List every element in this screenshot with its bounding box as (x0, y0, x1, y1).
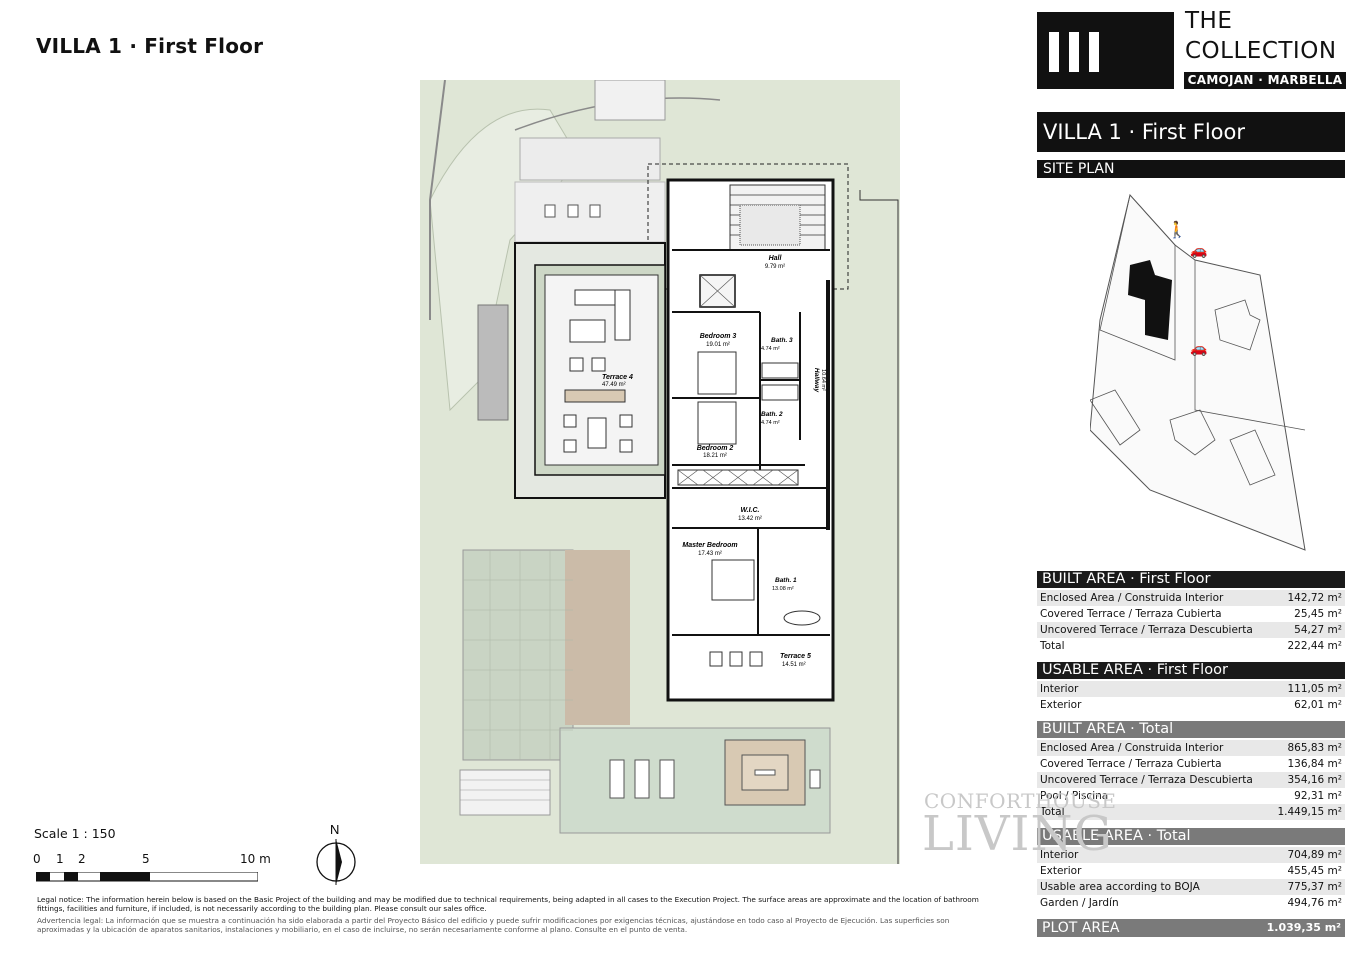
bath3-label: Bath. 3 (771, 337, 793, 344)
villa-footprint (1128, 260, 1172, 340)
floor-plan: Terrace 4 47.49 m² Hall 9.79 m² Bedroom … (420, 80, 900, 864)
logo-mark (1037, 12, 1174, 89)
watermark-bottom: LIVING (922, 806, 1113, 862)
terrace5-label: Terrace 5 (780, 653, 811, 660)
terrace4-area: 47.49 m² (602, 382, 626, 388)
master-label: Master Bedroom (682, 542, 737, 549)
scale-tick: 1 (56, 852, 64, 866)
wic-area: 13.42 m² (738, 516, 762, 522)
watermark-top: CONFORTHOUSE (924, 789, 1117, 813)
bath2-label: Bath. 2 (761, 411, 783, 418)
page-title: VILLA 1 · First Floor (36, 34, 264, 58)
sand-area (565, 550, 630, 725)
bath1-label: Bath. 1 (775, 577, 797, 584)
villa-banner: VILLA 1 · First Floor (1037, 112, 1345, 152)
person-icon: 🚶 (1167, 220, 1187, 239)
north-label: N (330, 822, 339, 837)
scale-bar (36, 872, 258, 882)
bedroom2-area: 18.21 m² (703, 453, 727, 459)
wic-label: W.I.C. (741, 507, 760, 514)
hallway-label: Hallway (813, 368, 820, 393)
bath3-area: 4.74 m² (761, 346, 780, 352)
master-area: 17.43 m² (698, 551, 722, 557)
bath2-area: 4.74 m² (761, 420, 780, 426)
hallway-area: 10.64 m² (820, 369, 826, 391)
legal-notice-en: Legal notice: The information herein bel… (37, 895, 979, 913)
plot-area-bar: PLOT AREA 1.039,35 m² (1037, 919, 1345, 937)
bedroom3-label: Bedroom 3 (700, 333, 737, 340)
built-first-header: BUILT AREA · First Floor (1037, 571, 1345, 588)
pool-area (462, 549, 574, 761)
scale-tick: 2 (78, 852, 86, 866)
terrace5-area: 14.51 m² (782, 662, 806, 668)
logo-subtitle: CAMOJAN · MARBELLA (1184, 72, 1346, 89)
logo-bar (1089, 32, 1099, 72)
scale-tick: 0 (33, 852, 41, 866)
hall-area: 9.79 m² (765, 264, 785, 270)
car-icon: 🚗 (1190, 341, 1207, 357)
built-total-header: BUILT AREA · Total (1037, 721, 1345, 738)
site-plan-label: SITE PLAN (1037, 160, 1345, 178)
legal-notice-es: Advertencia legal: La información que se… (37, 916, 950, 934)
scale-tick: 10 m (240, 852, 271, 866)
bedroom2-label: Bedroom 2 (697, 445, 734, 452)
usable-total-header: USABLE AREA · Total (1037, 828, 1345, 845)
logo-bar (1069, 32, 1079, 72)
usable-first-header: USABLE AREA · First Floor (1037, 662, 1345, 679)
logo-text-the: THE (1185, 8, 1233, 34)
scale-label: Scale 1 : 150 (34, 826, 116, 841)
bath1-area: 13.08 m² (772, 586, 794, 592)
bedroom3-area: 19.01 m² (706, 342, 730, 348)
site-plan-map: 🚶 🚗 🚗 (1090, 193, 1306, 551)
logo-text-collection: COLLECTION (1185, 38, 1337, 64)
hall-label: Hall (769, 255, 783, 262)
scale-tick: 5 (142, 852, 150, 866)
terrace4-label: Terrace 4 (602, 374, 633, 381)
plot-area-value: 1.039,35 m² (1266, 921, 1341, 934)
north-arrow-icon: N (316, 822, 356, 885)
car-icon: 🚗 (1190, 243, 1207, 259)
logo-bar (1049, 32, 1059, 72)
plot-area-label: PLOT AREA (1042, 920, 1120, 936)
